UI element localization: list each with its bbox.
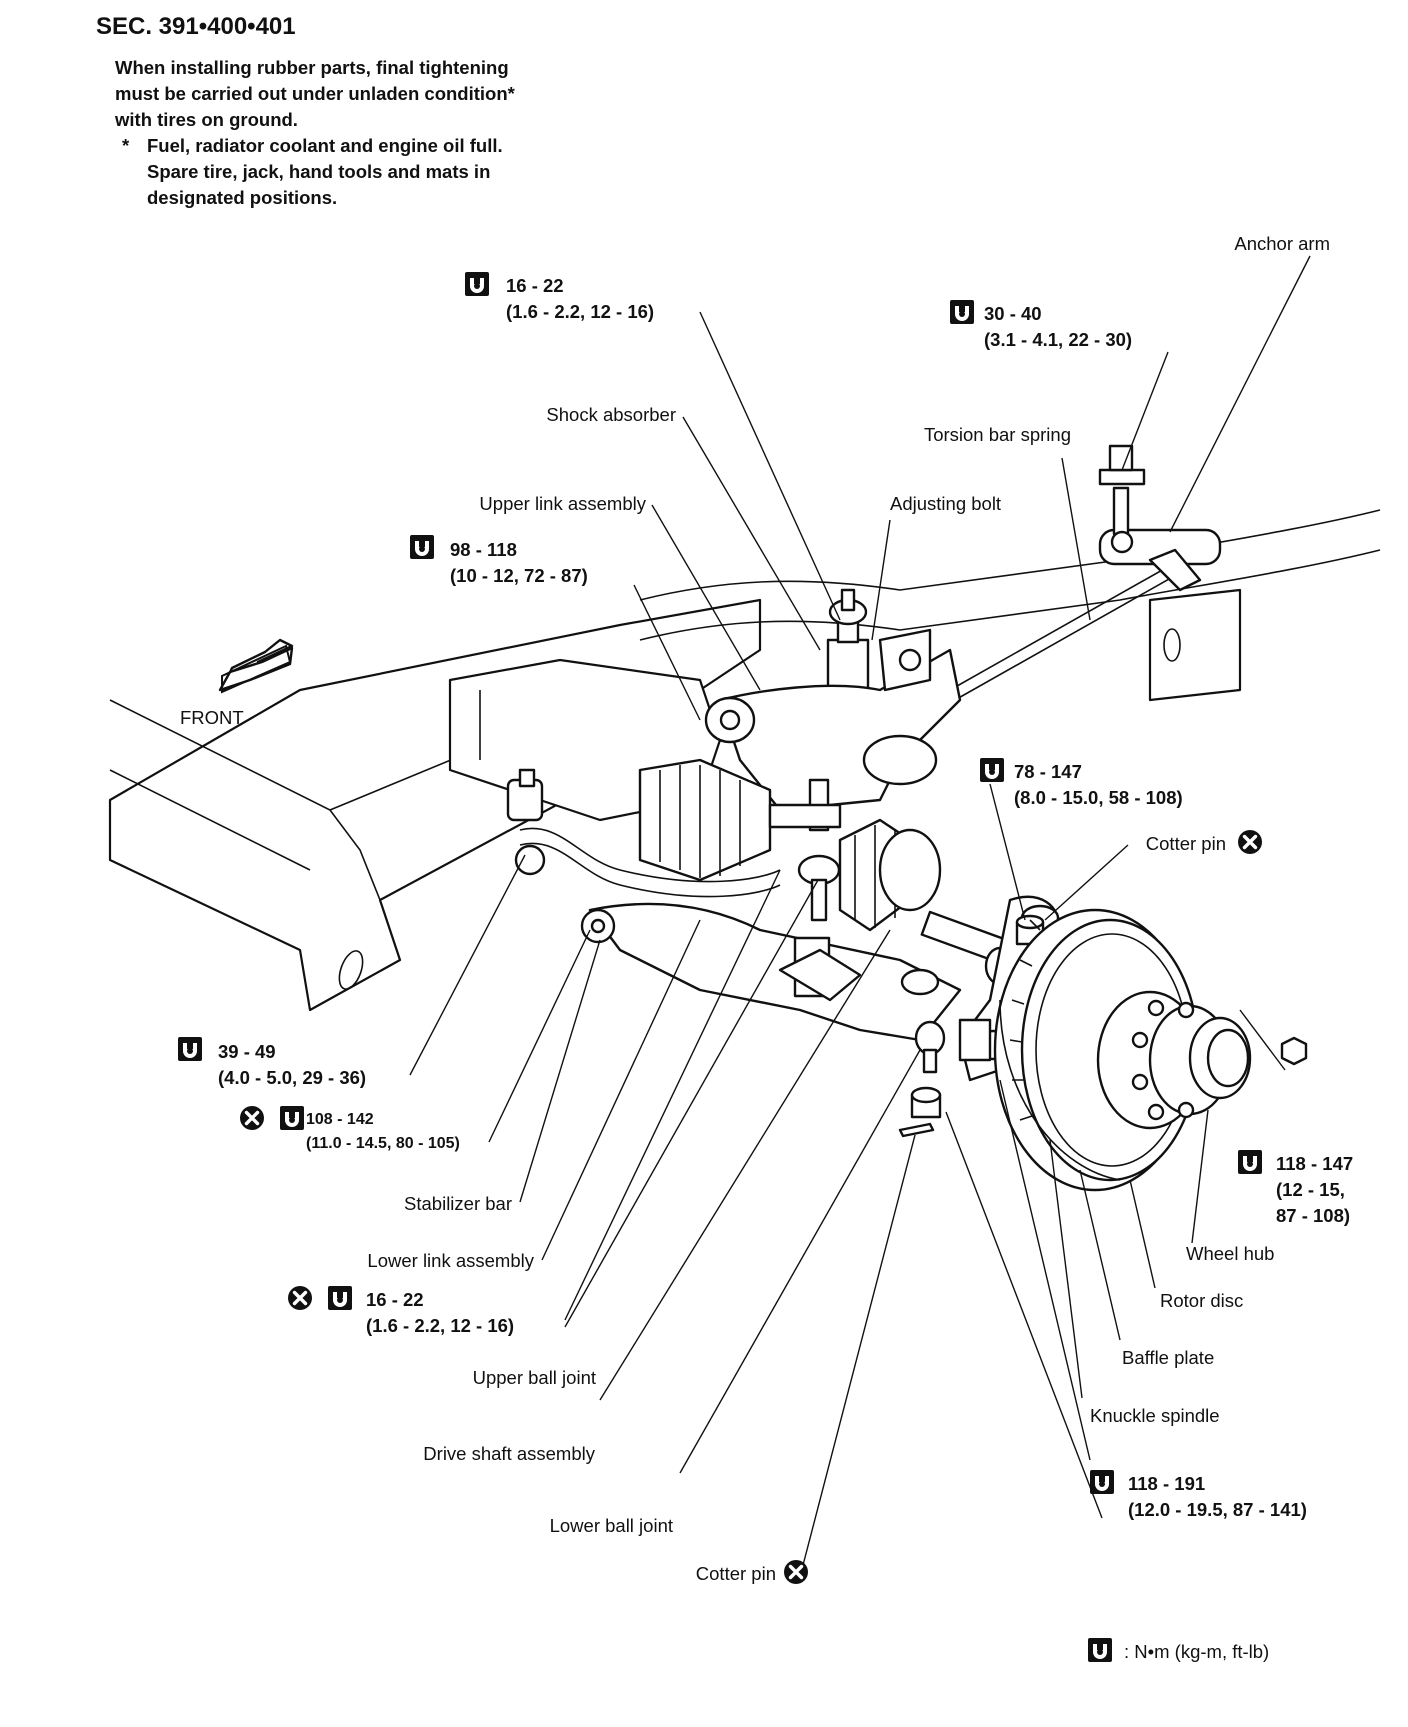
torque-wrench-icon (328, 1286, 352, 1310)
legend-text: : N•m (kg-m, ft-lb) (1124, 1641, 1269, 1662)
torque-wrench-icon (410, 535, 434, 559)
torque-value: 16 - 22 (366, 1289, 424, 1310)
torque-wrench-icon (280, 1106, 304, 1130)
replace-part-icon (238, 1104, 266, 1132)
torque-value: 98 - 118 (450, 539, 517, 560)
torque-alt: (3.1 - 4.1, 22 - 30) (984, 329, 1132, 350)
header: SEC. 391•400•401 When installing rubber … (96, 13, 516, 208)
torque-wrench-icon (178, 1037, 202, 1061)
label-lower-link-assembly: Lower link assembly (367, 1250, 534, 1271)
torque-value: 30 - 40 (984, 303, 1042, 324)
asterisk-line: designated positions. (147, 187, 337, 208)
torque-specs: 16 - 22 (1.6 - 2.2, 12 - 16) 30 - 40 (3.… (178, 272, 1353, 1520)
torque-alt: (12.0 - 19.5, 87 - 141) (1128, 1499, 1307, 1520)
label-baffle-plate: Baffle plate (1122, 1347, 1214, 1368)
label-knuckle-spindle: Knuckle spindle (1090, 1405, 1220, 1426)
leader-lines (409, 255, 1311, 1570)
suspension-assembly (506, 444, 1308, 1192)
torque-alt: (4.0 - 5.0, 29 - 36) (218, 1067, 366, 1088)
replace-part-icon (286, 1284, 314, 1312)
label-rotor-disc: Rotor disc (1160, 1290, 1243, 1311)
label-wheel-hub: Wheel hub (1186, 1243, 1274, 1264)
torque-value: 118 - 191 (1128, 1473, 1205, 1494)
label-cotter-pin-lower: Cotter pin (696, 1563, 776, 1584)
label-upper-ball-joint: Upper ball joint (473, 1367, 596, 1388)
torque-value: 108 - 142 (306, 1111, 374, 1128)
torque-wrench-icon (1088, 1638, 1112, 1662)
label-cotter-pin-upper: Cotter pin (1146, 833, 1226, 854)
note-line: When installing rubber parts, final tigh… (115, 57, 509, 78)
torque-value: 78 - 147 (1014, 761, 1082, 782)
torque-alt: (12 - 15, (1276, 1179, 1345, 1200)
label-drive-shaft-assembly: Drive shaft assembly (423, 1443, 595, 1464)
front-arrow-icon (218, 638, 294, 694)
torque-alt: 87 - 108) (1276, 1205, 1350, 1226)
section-title: SEC. 391•400•401 (96, 13, 296, 40)
replace-part-icon (782, 1558, 810, 1586)
torque-alt: (10 - 12, 72 - 87) (450, 565, 588, 586)
note-line: must be carried out under unladen condit… (115, 83, 516, 104)
label-shock-absorber: Shock absorber (546, 404, 676, 425)
torque-wrench-icon (950, 300, 974, 324)
torque-alt: (8.0 - 15.0, 58 - 108) (1014, 787, 1183, 808)
torque-alt: (1.6 - 2.2, 12 - 16) (506, 301, 654, 322)
torque-alt: (11.0 - 14.5, 80 - 105) (306, 1135, 460, 1152)
torque-value: 16 - 22 (506, 275, 564, 296)
torque-wrench-icon (465, 272, 489, 296)
torque-value: 39 - 49 (218, 1041, 276, 1062)
torque-wrench-icon (980, 758, 1004, 782)
front-label: FRONT (180, 707, 244, 728)
legend: : N•m (kg-m, ft-lb) (1088, 1638, 1269, 1662)
torque-wrench-icon (1090, 1470, 1114, 1494)
asterisk-line: Spare tire, jack, hand tools and mats in (147, 161, 490, 182)
label-stabilizer-bar: Stabilizer bar (404, 1193, 512, 1214)
torque-alt: (1.6 - 2.2, 12 - 16) (366, 1315, 514, 1336)
label-upper-link-assembly: Upper link assembly (479, 493, 646, 514)
label-anchor-arm: Anchor arm (1234, 233, 1330, 254)
label-torsion-bar-spring: Torsion bar spring (924, 424, 1071, 445)
label-lower-ball-joint: Lower ball joint (550, 1515, 673, 1536)
torque-wrench-icon (1238, 1150, 1262, 1174)
asterisk-mark: * (122, 135, 130, 156)
note-line: with tires on ground. (114, 109, 298, 130)
replace-part-icon (1236, 828, 1264, 856)
asterisk-line: Fuel, radiator coolant and engine oil fu… (147, 135, 503, 156)
label-adjusting-bolt: Adjusting bolt (890, 493, 1001, 514)
part-labels: Anchor arm Shock absorber Torsion bar sp… (367, 233, 1330, 1586)
torque-value: 118 - 147 (1276, 1153, 1353, 1174)
